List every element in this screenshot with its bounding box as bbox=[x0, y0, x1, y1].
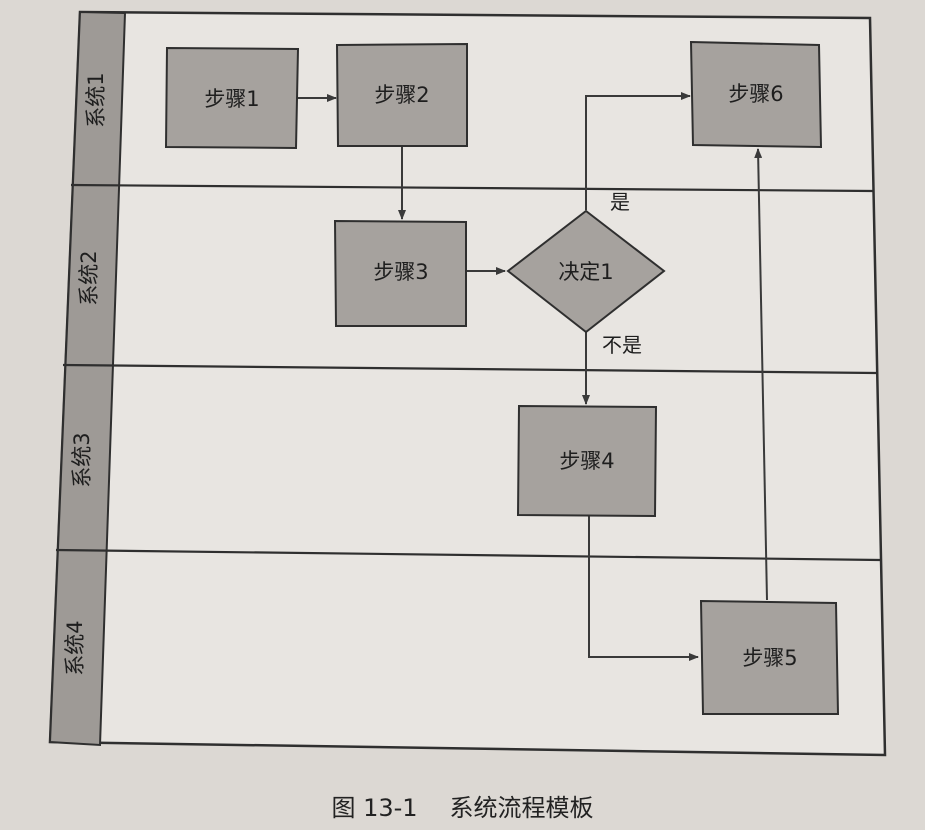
node-step6-label: 步骤6 bbox=[728, 82, 783, 106]
node-step5: 步骤5 bbox=[699, 599, 840, 715]
edge-label-yes: 是 bbox=[610, 190, 630, 214]
node-step4: 步骤4 bbox=[516, 404, 658, 518]
edge-step4-step5 bbox=[588, 516, 699, 661]
node-step3-label: 步骤3 bbox=[373, 260, 428, 284]
lane-divider bbox=[62, 363, 877, 375]
node-step4-label: 步骤4 bbox=[559, 449, 614, 473]
edge-step5-step6 bbox=[754, 148, 768, 601]
node-step2-label: 步骤2 bbox=[374, 83, 429, 107]
node-step5-label: 步骤5 bbox=[742, 646, 797, 670]
lane-label-1: 系统1 bbox=[84, 72, 108, 127]
node-step6: 步骤6 bbox=[689, 40, 823, 149]
lane-label-3: 系统3 bbox=[70, 432, 94, 487]
edge-decision1-step6 bbox=[585, 92, 691, 210]
figure-number: 图 13-1 bbox=[331, 794, 418, 822]
edge-label-no: 不是 bbox=[602, 333, 642, 357]
node-decision1: 决定1 bbox=[506, 209, 666, 334]
lane-divider bbox=[70, 183, 874, 193]
figure-title: 系统流程模板 bbox=[449, 794, 594, 822]
node-step1-label: 步骤1 bbox=[204, 87, 259, 111]
lane-label-4: 系统4 bbox=[63, 620, 87, 675]
lane-header-column bbox=[48, 10, 127, 747]
lane-divider bbox=[55, 548, 881, 562]
node-step1: 步骤1 bbox=[164, 46, 300, 150]
lane-label-2: 系统2 bbox=[77, 250, 101, 305]
node-step3: 步骤3 bbox=[333, 219, 467, 327]
node-step2: 步骤2 bbox=[335, 42, 468, 147]
node-decision1-label: 决定1 bbox=[558, 260, 613, 284]
figure-caption: 图 13-1 系统流程模板 bbox=[0, 788, 925, 823]
